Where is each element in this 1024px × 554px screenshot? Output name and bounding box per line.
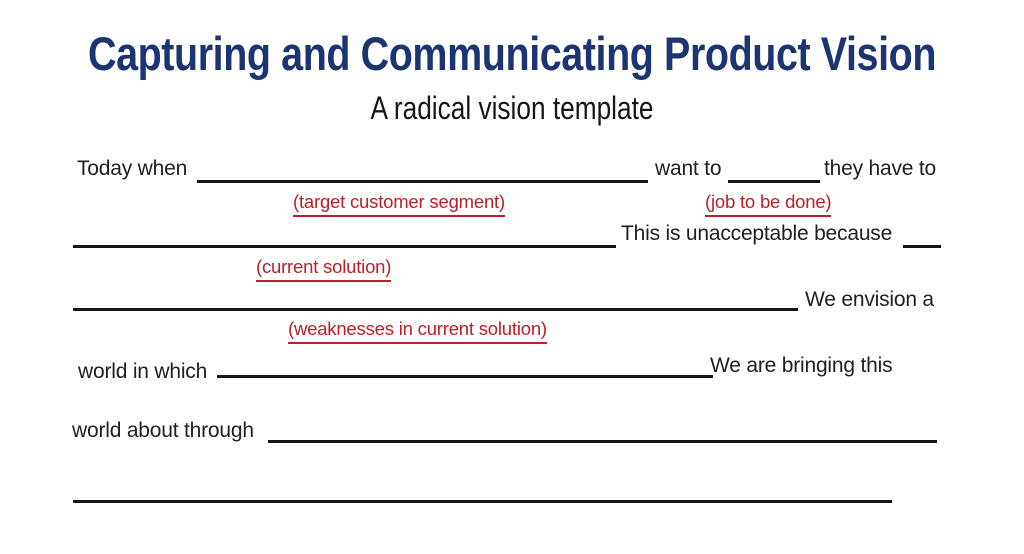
segment-we-envision: We envision a [805, 288, 934, 311]
hint-weaknesses-in-current-solution: (weaknesses in current solution) [288, 318, 547, 344]
hint-job-to-be-done: (job to be done) [705, 191, 832, 217]
segment-world-about-through: world about through [72, 419, 254, 442]
blank-target-customer-segment [197, 180, 648, 183]
hint-target-customer-segment: (target customer segment) [293, 191, 505, 217]
blank-world-in-which [217, 375, 713, 378]
segment-they-have-to: they have to [824, 157, 937, 180]
page-subtitle: A radical vision template [370, 90, 654, 126]
blank-job-to-be-done [728, 180, 820, 183]
hint-current-solution-label: (current solution) [256, 256, 391, 282]
blank-world-about-through [268, 440, 937, 443]
blank-current-solution [73, 245, 616, 248]
hint-current-solution: (current solution) [256, 256, 391, 282]
page-title: Capturing and Communicating Product Visi… [87, 27, 937, 80]
blank-unacceptable-start [903, 245, 941, 248]
segment-we-are-bringing: We are bringing this [710, 354, 893, 377]
segment-today-when: Today when [77, 157, 188, 180]
hint-job-to-be-done-label: (job to be done) [705, 191, 832, 217]
segment-want-to: want to [655, 157, 722, 180]
blank-continuation-line [73, 500, 892, 503]
hint-weaknesses-in-current-solution-label: (weaknesses in current solution) [288, 318, 547, 344]
segment-world-in-which: world in which [78, 360, 208, 383]
segment-unacceptable: This is unacceptable because [621, 222, 893, 245]
hint-target-customer-segment-label: (target customer segment) [293, 191, 505, 217]
blank-weaknesses-in-current-solution [73, 308, 798, 311]
